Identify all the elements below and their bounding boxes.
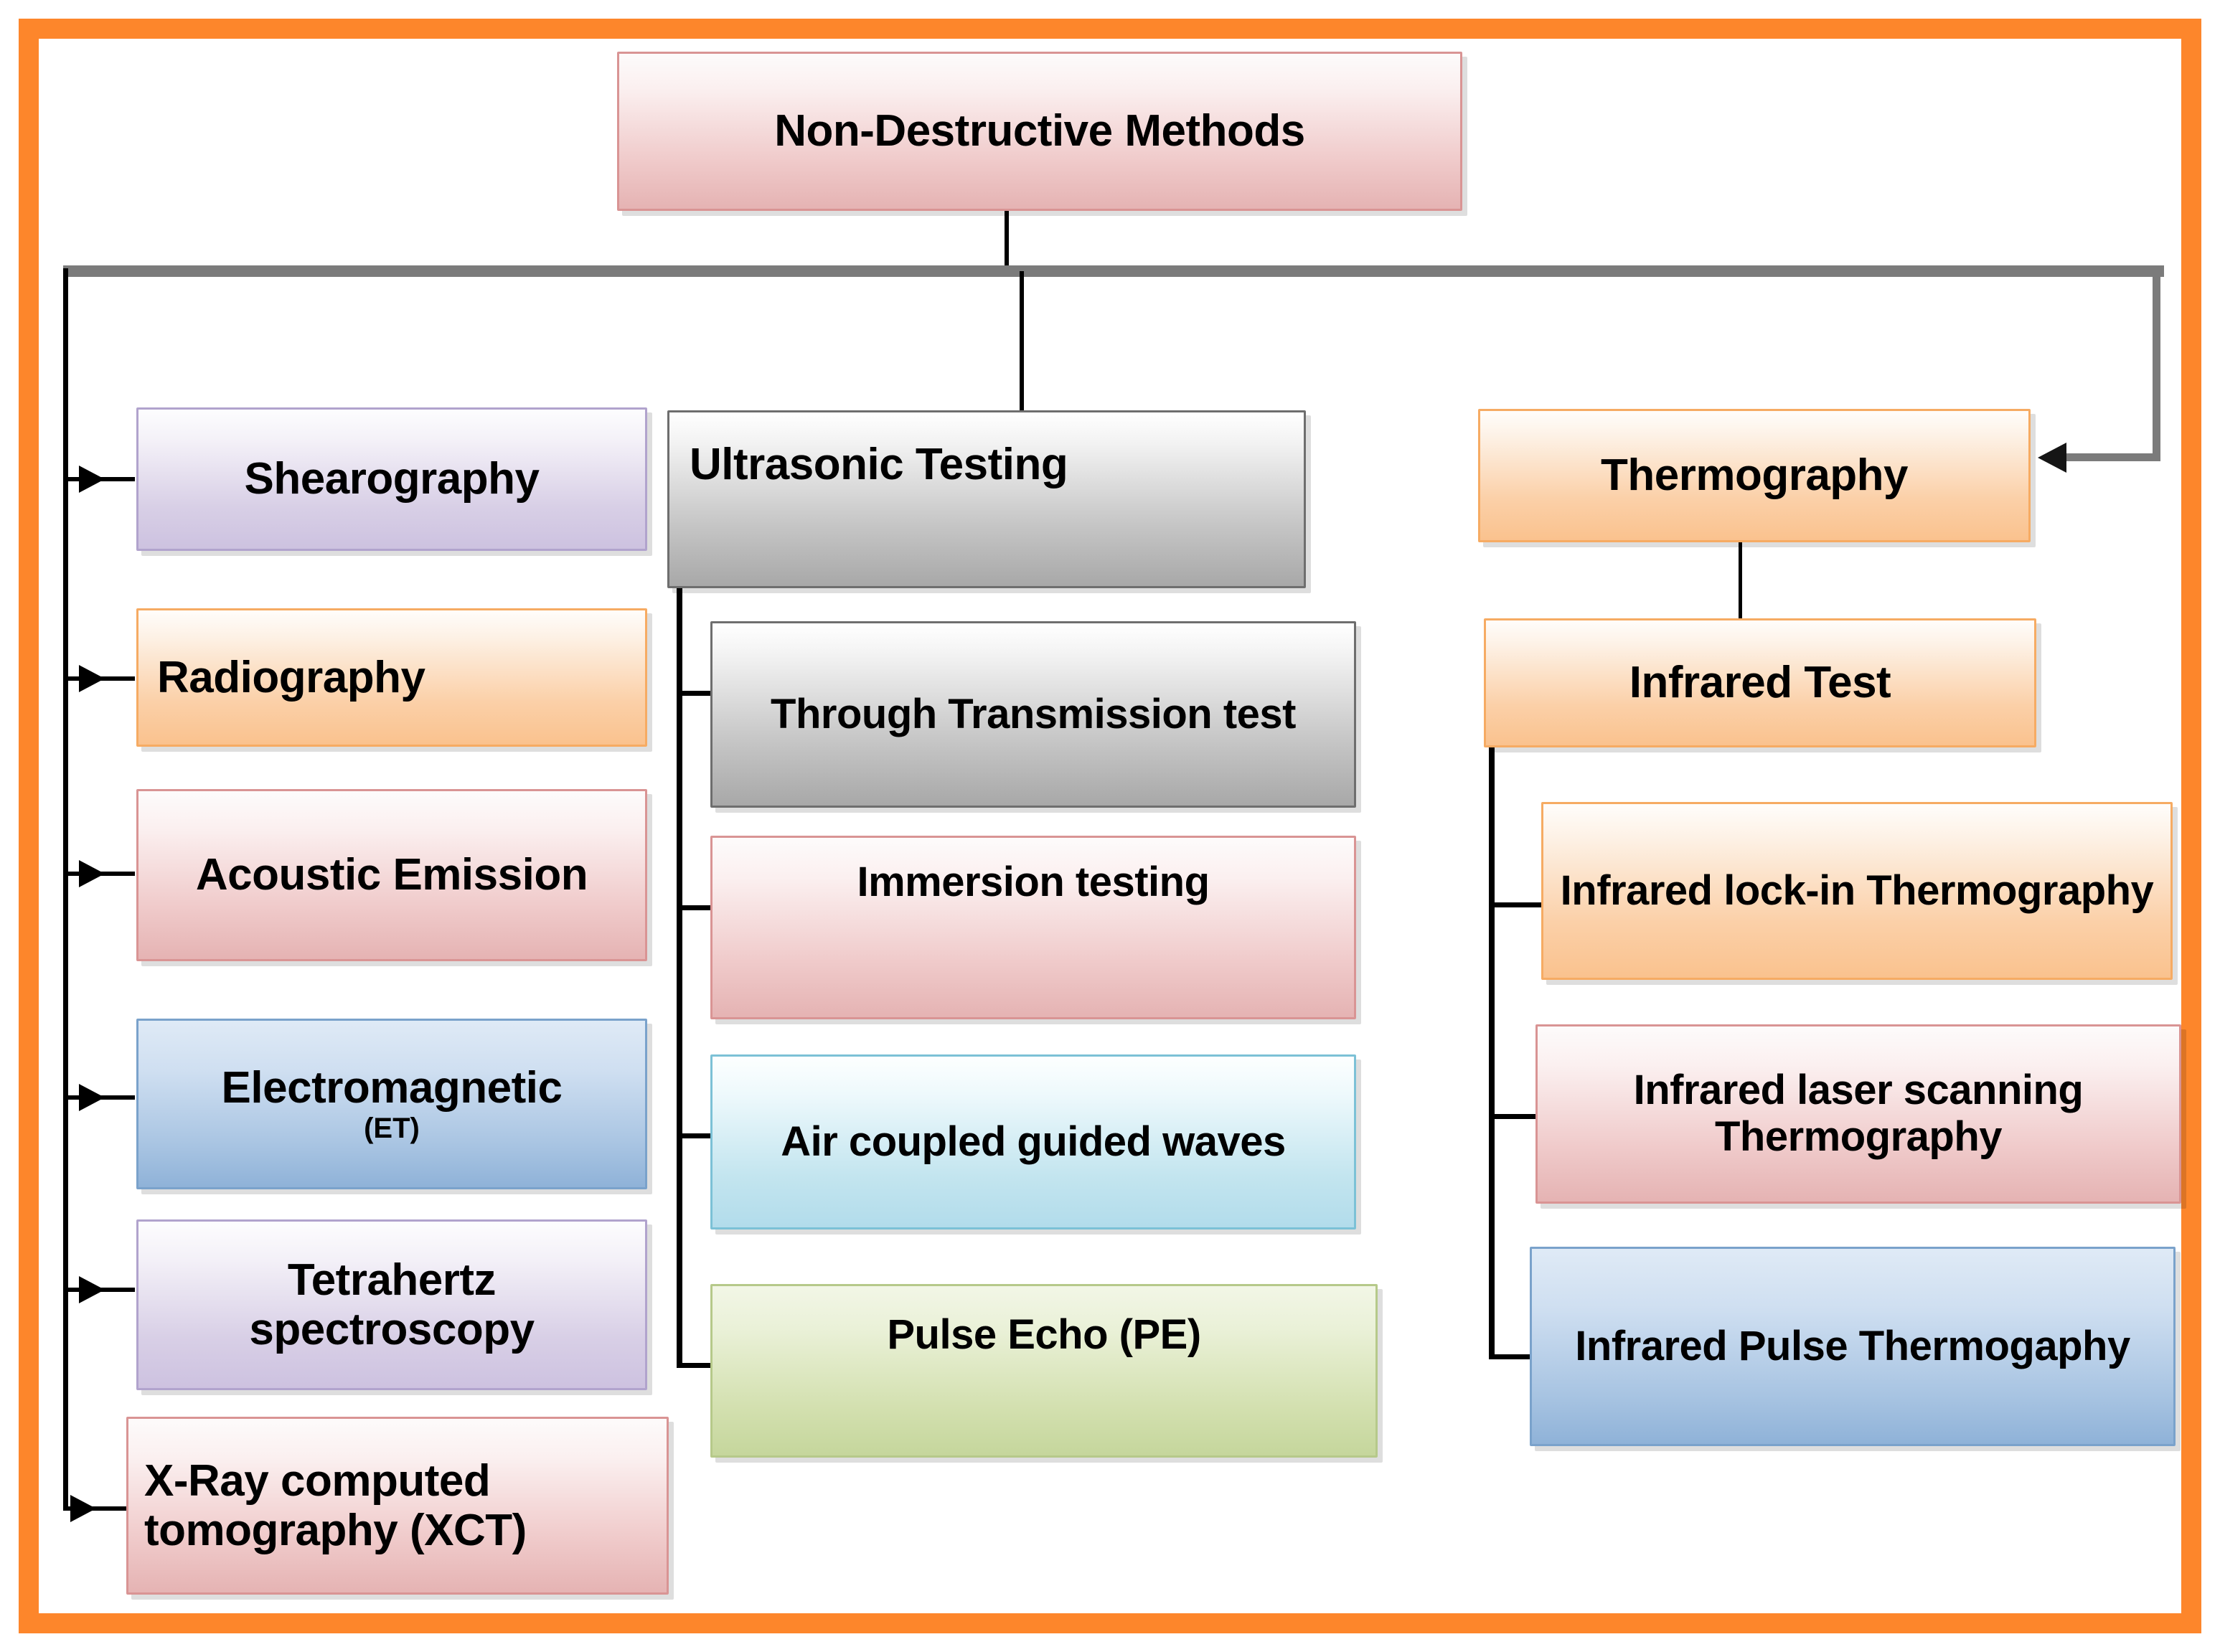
node-label: Immersion testing	[857, 859, 1210, 905]
node-electromagnetic[interactable]: Electromagnetic (ET)	[136, 1019, 647, 1189]
connector-stub-lockin	[1489, 902, 1543, 907]
node-air-coupled-guided-waves[interactable]: Air coupled guided waves	[710, 1054, 1356, 1229]
node-infrared-lockin-thermography[interactable]: Infrared lock-in Thermography	[1541, 802, 2173, 980]
connector-stub-immersion	[677, 905, 738, 910]
node-infrared-test[interactable]: Infrared Test	[1484, 618, 2036, 747]
node-label: Acoustic Emission	[195, 850, 588, 900]
connector-bus-right-down	[2153, 265, 2160, 461]
node-label: Infrared Test	[1629, 658, 1891, 708]
connector-ultrasonic-spine	[677, 582, 682, 1368]
node-ultrasonic-testing[interactable]: Ultrasonic Testing	[667, 410, 1306, 588]
arrow-into-xct	[70, 1495, 96, 1522]
arrow-into-thermography	[2038, 443, 2066, 473]
connector-main-bus	[63, 265, 2164, 277]
connector-root-stem	[1005, 207, 1009, 268]
node-infrared-laser-scanning-thermography[interactable]: Infrared laser scanning Thermography	[1535, 1024, 2181, 1204]
node-label: Air coupled guided waves	[781, 1118, 1286, 1165]
connector-left-spine	[63, 268, 68, 1511]
node-tetrahertz-spectroscopy[interactable]: Tetrahertz spectroscopy	[136, 1219, 647, 1390]
node-label: Shearography	[244, 454, 540, 504]
node-label: X-Ray computed tomography (XCT)	[144, 1455, 527, 1555]
connector-stub-laser-scanning	[1489, 1114, 1543, 1119]
connector-stub-air-coupled	[677, 1133, 738, 1138]
node-label: Radiography	[157, 652, 425, 702]
node-label: Infrared laser scanning Thermography	[1633, 1067, 2084, 1160]
connector-bus-to-thermography	[2066, 453, 2160, 461]
node-label: Infrared Pulse Thermogaphy	[1575, 1322, 2130, 1369]
node-immersion-testing[interactable]: Immersion testing	[710, 836, 1356, 1019]
connector-thermography-to-infrared	[1739, 542, 1742, 622]
node-label: Pulse Echo (PE)	[887, 1311, 1201, 1358]
node-xray-computed-tomography[interactable]: X-Ray computed tomography (XCT)	[126, 1417, 669, 1595]
arrow-into-electromagnetic	[79, 1084, 105, 1111]
connector-stub-pulse-echo	[677, 1363, 738, 1368]
node-acoustic-emission[interactable]: Acoustic Emission	[136, 789, 647, 961]
arrow-into-radiography	[79, 665, 105, 692]
node-label: Electromagnetic	[221, 1062, 563, 1113]
node-shearography[interactable]: Shearography	[136, 407, 647, 551]
node-label: Thermography	[1600, 450, 1909, 501]
node-label: Infrared lock-in Thermography	[1560, 867, 2154, 914]
connector-root-to-ultrasonic	[1020, 271, 1024, 413]
node-infrared-pulse-thermogaphy[interactable]: Infrared Pulse Thermogaphy	[1530, 1247, 2176, 1446]
node-pulse-echo[interactable]: Pulse Echo (PE)	[710, 1284, 1378, 1458]
connector-stub-pulse-thermography	[1489, 1354, 1543, 1359]
node-non-destructive-methods[interactable]: Non-Destructive Methods	[617, 52, 1462, 211]
node-through-transmission-test[interactable]: Through Transmission test	[710, 621, 1356, 808]
node-radiography[interactable]: Radiography	[136, 608, 647, 747]
arrow-into-acoustic-emission	[79, 860, 105, 887]
node-label: Tetrahertz spectroscopy	[249, 1255, 535, 1354]
node-label: Through Transmission test	[771, 690, 1296, 737]
arrow-into-tetrahertz	[79, 1276, 105, 1303]
node-thermography[interactable]: Thermography	[1478, 409, 2031, 542]
connector-stub-through-transmission	[677, 691, 738, 696]
node-sublabel: (ET)	[364, 1113, 420, 1145]
arrow-into-shearography	[79, 466, 105, 493]
node-label: Non-Destructive Methods	[774, 106, 1305, 156]
connector-infrared-spine	[1489, 746, 1495, 1359]
node-label: Ultrasonic Testing	[690, 440, 1068, 489]
